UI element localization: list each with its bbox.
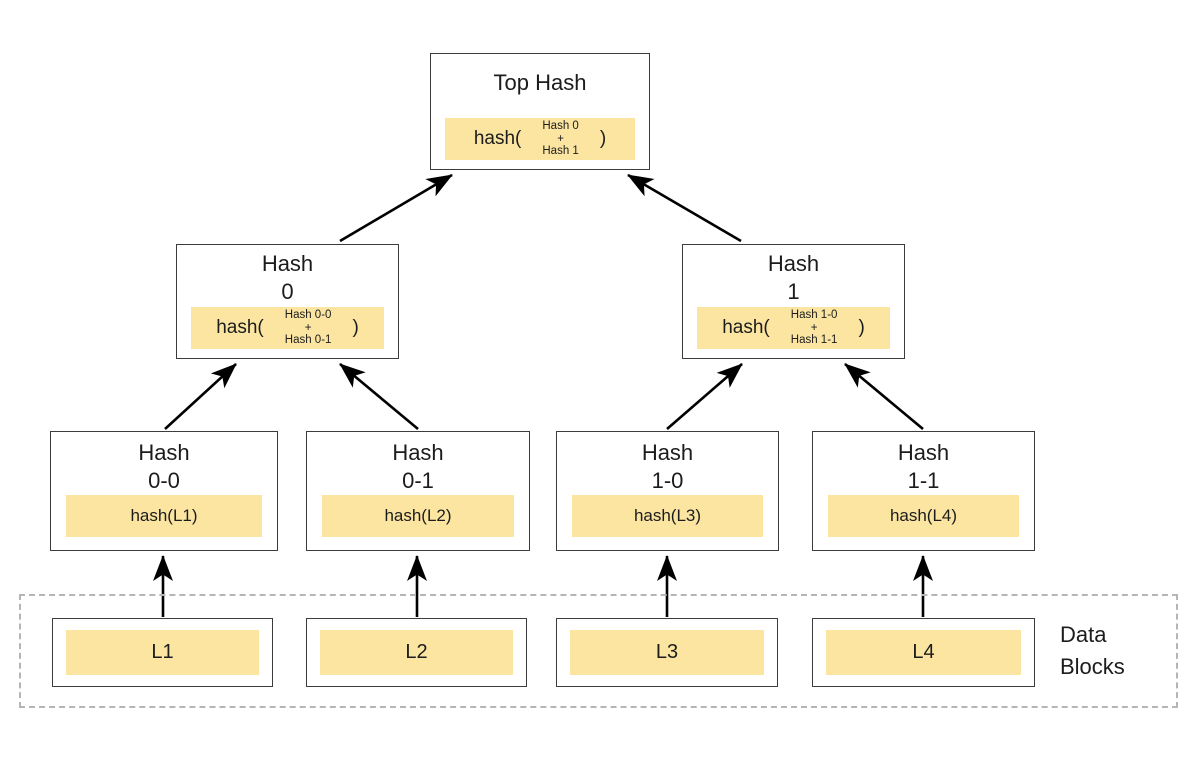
formula-prefix: hash( [722, 317, 770, 338]
node-hash-0-0: Hash 0-0 hash(L1) [50, 431, 278, 551]
formula-operator: + [810, 321, 818, 334]
node-title: Hash 1 [768, 245, 819, 306]
data-block-l2: L2 [306, 618, 527, 687]
title-line1: Hash [138, 440, 190, 465]
title-line2: 0-0 [148, 468, 180, 494]
node-title: Hash 1-0 [642, 432, 693, 495]
node-hash-1-1: Hash 1-1 hash(L4) [812, 431, 1035, 551]
formula-close: ) [599, 128, 607, 149]
data-block-l3: L3 [556, 618, 778, 687]
data-block-l1: L1 [52, 618, 273, 687]
formula-operator: + [557, 132, 564, 145]
data-block-l4: L4 [812, 618, 1035, 687]
data-block-fill: L2 [320, 630, 513, 675]
data-block-fill: L1 [66, 630, 259, 675]
hash-formula: hash( Hash 1-0 + Hash 1-1 ) [697, 307, 890, 349]
data-block-label: L1 [151, 641, 174, 663]
title-line1: Hash [767, 251, 820, 276]
node-hash-0-1: Hash 0-1 hash(L2) [306, 431, 530, 551]
formula-close: ) [352, 317, 359, 338]
data-blocks-label-line1: Data [1060, 622, 1107, 647]
formula-arg2: Hash 1 [542, 145, 579, 158]
data-blocks-label: Data Blocks [1060, 619, 1125, 683]
title-line2: 1-0 [651, 468, 684, 494]
formula-args: Hash 0 + Hash 1 [542, 120, 578, 159]
node-title: Hash 0-0 [138, 432, 189, 495]
formula-text: hash(L1) [130, 506, 198, 526]
formula-arg1: Hash 0-0 [284, 308, 332, 321]
formula-arg1: Hash 1-0 [790, 308, 838, 321]
title-line1: Hash [261, 251, 314, 276]
data-block-label: L2 [405, 641, 428, 663]
formula-close: ) [858, 317, 865, 338]
title-line2: 1-1 [907, 468, 940, 494]
formula-prefix: hash( [216, 317, 264, 338]
data-block-label: L4 [912, 641, 935, 663]
node-hash-0: Hash 0 hash( Hash 0-0 + Hash 0-1 ) [176, 244, 399, 359]
formula-text: hash(L4) [889, 506, 958, 526]
title-line1: Hash [641, 440, 694, 465]
node-title: Hash 0 [262, 245, 313, 306]
formula-args: Hash 1-0 + Hash 1-1 [791, 309, 838, 348]
data-block-fill: L3 [570, 630, 764, 675]
arrow-hash11-to-hash1 [844, 363, 924, 430]
node-hash-1-0: Hash 1-0 hash(L3) [556, 431, 779, 551]
title-line2: 1 [787, 279, 800, 305]
node-top-hash: Top Hash hash( Hash 0 + Hash 1 ) [430, 53, 650, 170]
node-title: Top Hash [493, 70, 587, 95]
formula-args: Hash 0-0 + Hash 0-1 [285, 309, 332, 348]
arrow-hash0-to-top [339, 173, 453, 243]
data-blocks-label-line2: Blocks [1060, 653, 1125, 679]
arrow-hash1-to-top [627, 173, 742, 243]
data-block-label: L3 [655, 641, 679, 663]
arrow-hash00-to-hash0 [164, 363, 237, 430]
formula-prefix: hash( [473, 128, 522, 149]
formula-arg2: Hash 0-1 [284, 334, 332, 347]
formula-text: hash(L3) [633, 506, 702, 526]
title-line1: Hash [897, 440, 950, 465]
hash-formula: hash( Hash 0-0 + Hash 0-1 ) [191, 307, 384, 349]
formula-arg1: Hash 0 [542, 119, 579, 132]
hash-formula: hash(L2) [322, 495, 514, 537]
data-blocks-region [19, 594, 1178, 708]
node-hash-1: Hash 1 hash( Hash 1-0 + Hash 1-1 ) [682, 244, 905, 359]
node-title: Hash 0-1 [392, 432, 443, 495]
hash-formula: hash(L3) [572, 495, 763, 537]
node-title: Hash 1-1 [898, 432, 949, 495]
formula-text: hash(L2) [384, 506, 452, 526]
data-block-fill: L4 [826, 630, 1021, 675]
hash-formula: hash(L1) [66, 495, 262, 537]
hash-formula: hash( Hash 0 + Hash 1 ) [445, 118, 635, 160]
hash-formula: hash(L4) [828, 495, 1019, 537]
arrow-hash10-to-hash1 [666, 363, 743, 430]
title-line2: 0-1 [402, 468, 434, 494]
title-line2: 0 [281, 279, 294, 305]
formula-arg2: Hash 1-1 [790, 334, 838, 347]
formula-operator: + [304, 321, 312, 334]
arrow-hash01-to-hash0 [339, 363, 419, 430]
title-line1: Hash [392, 440, 444, 465]
